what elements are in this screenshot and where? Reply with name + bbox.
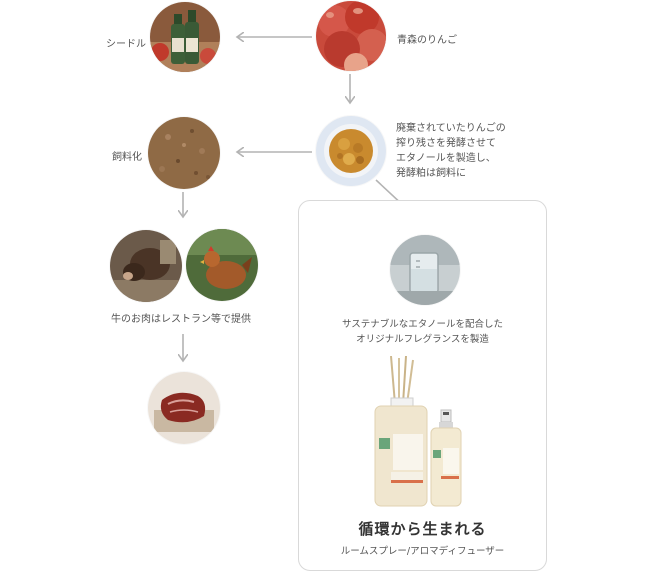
apples-label: 青森のりんご <box>397 35 457 46</box>
product-subtitle: ルームスプレー/アロマディフューザー <box>340 546 505 557</box>
feed-label: 飼料化 <box>112 152 142 163</box>
feed-image <box>148 117 220 189</box>
fragrance-product-panel: サステナブルなエタノールを配合した オリジナルフレグランスを製造 循環から生まれ… <box>298 200 547 571</box>
ethanol-description: サステナブルなエタノールを配合した オリジナルフレグランスを製造 <box>299 317 546 347</box>
pomace-description: 廃棄されていたりんごの 搾り残さを発酵させて エタノールを製造し、 発酵粕は飼料… <box>396 121 506 181</box>
cow-image <box>110 230 182 302</box>
pomace-description-line: エタノールを製造し、 <box>396 153 496 164</box>
cider-image <box>150 2 220 72</box>
pomace-description-line: 搾り残さを発酵させて <box>396 138 496 149</box>
beef-image <box>148 372 220 444</box>
apple-pomace-image <box>316 116 386 186</box>
ethanol-beaker-image <box>390 235 460 305</box>
pomace-description-line: 発酵粕は飼料に <box>396 168 466 179</box>
product-bottles-image <box>374 356 462 507</box>
ethanol-description-line: オリジナルフレグランスを製造 <box>356 334 489 345</box>
ethanol-description-line: サステナブルなエタノールを配合した <box>341 319 504 330</box>
cider-label: シードル <box>106 39 146 50</box>
apples-image <box>316 1 386 71</box>
catchphrase: 循環から生まれる <box>358 520 487 538</box>
livestock-label: 牛のお肉はレストラン等で提供 <box>111 314 251 325</box>
pomace-description-line: 廃棄されていたりんごの <box>396 123 506 134</box>
chicken-image <box>186 229 258 301</box>
